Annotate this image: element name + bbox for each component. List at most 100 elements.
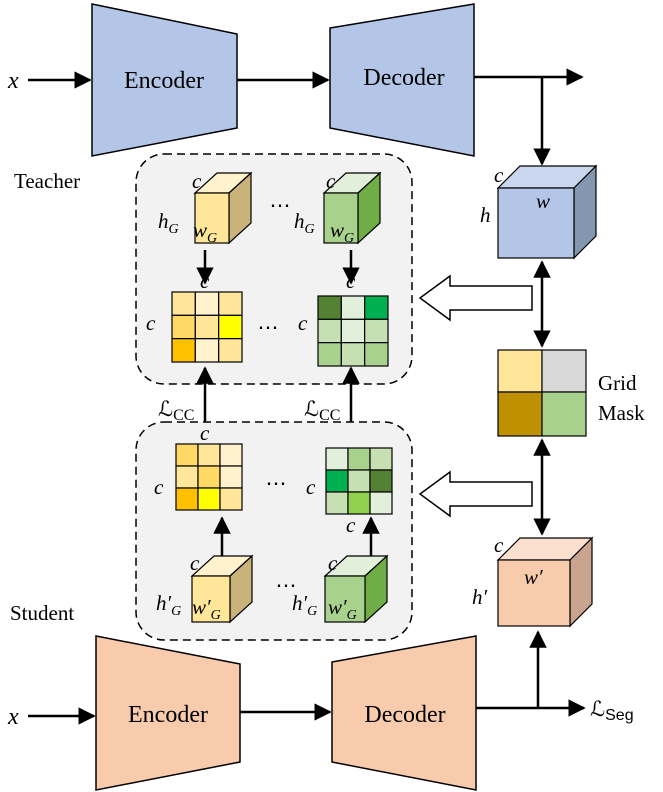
student-matrix-ellipsis: ⋯ — [266, 471, 287, 495]
student-feature-cube — [496, 536, 594, 628]
student-green-matrix-cell-3 — [369, 447, 393, 471]
cc-loss-label-2: ℒCC — [304, 397, 340, 424]
student-yellow-h: h′G — [156, 591, 181, 619]
student-green-matrix-c-left: c — [306, 475, 316, 499]
teacher-encoder — [91, 3, 238, 157]
teacher-green-group-cube — [322, 171, 382, 245]
student-yellow-matrix — [175, 443, 243, 511]
seg-loss-label: ℒSeg — [590, 697, 634, 724]
student-decoder — [331, 635, 477, 791]
teacher-yellow-matrix-cell-7 — [171, 338, 196, 363]
teacher-hollow-arrow — [418, 274, 533, 322]
teacher-yellow-matrix — [171, 291, 243, 363]
teacher-green-matrix — [317, 295, 389, 367]
teacher-yellow-matrix-c-left: c — [146, 311, 156, 335]
teacher-green-h: hG — [294, 209, 315, 237]
teacher-yellow-matrix-cell-6 — [218, 314, 243, 340]
teacher-feature-cube — [496, 164, 598, 260]
student-green-w: w′G — [328, 595, 357, 623]
teacher-yellow-matrix-cell-3 — [218, 291, 243, 316]
teacher-decoder — [329, 3, 475, 157]
teacher-label: Teacher — [14, 169, 80, 193]
teacher-yellow-matrix-cell-9 — [218, 338, 243, 363]
teacher-green-matrix-cell-3 — [364, 295, 389, 320]
teacher-yellow-matrix-c-top: c — [200, 269, 210, 293]
student-group-ellipsis: ⋯ — [276, 573, 297, 597]
student-green-c: c — [328, 551, 338, 575]
teacher-green-matrix-cell-5 — [340, 318, 366, 344]
teacher-green-w: wG — [330, 218, 354, 246]
grid-mask-label-line2: Mask — [598, 401, 645, 425]
student-green-matrix-cell-7 — [325, 491, 349, 515]
teacher-green-matrix-cell-9 — [364, 342, 389, 367]
student-green-matrix-cell-4 — [325, 469, 349, 493]
teacher-green-matrix-cell-7 — [317, 342, 342, 367]
student-green-matrix-cell-6 — [369, 469, 393, 493]
student-yellow-matrix-cell-2 — [197, 443, 221, 467]
student-green-h: h′G — [292, 591, 317, 619]
teacher-encoder-label: Encoder — [124, 68, 204, 94]
grid-mask-cell-4 — [541, 391, 587, 437]
teacher-yellow-c: c — [192, 169, 202, 193]
teacher-green-matrix-c-top: c — [346, 269, 356, 293]
teacher-yellow-matrix-cell-2 — [194, 291, 220, 316]
teacher-green-matrix-cell-2 — [340, 295, 366, 320]
teacher-decoder-label: Decoder — [363, 65, 444, 91]
cc-loss-label-1: ℒCC — [158, 397, 194, 424]
grid-mask-cell-3 — [497, 391, 543, 437]
teacher-group-ellipsis: ⋯ — [270, 193, 291, 217]
teacher-yellow-matrix-cell-5 — [194, 314, 220, 340]
teacher-yellow-h: hG — [158, 209, 179, 237]
teacher-green-matrix-cell-1 — [317, 295, 342, 320]
student-yellow-matrix-cell-6 — [219, 465, 243, 489]
student-yellow-matrix-cell-1 — [175, 443, 199, 467]
student-yellow-matrix-cell-8 — [197, 487, 221, 511]
grid-mask-cell-2 — [541, 349, 587, 393]
grid-mask — [497, 349, 587, 437]
student-yellow-matrix-c-top: c — [200, 421, 210, 445]
student-encoder — [95, 635, 241, 791]
teacher-feature-w: w — [536, 189, 550, 213]
grid-mask-label-line1: Grid — [598, 371, 637, 395]
student-label: Student — [10, 601, 74, 625]
student-feature-w: w′ — [524, 565, 543, 589]
student-yellow-c: c — [190, 551, 200, 575]
teacher-yellow-matrix-cell-4 — [171, 314, 196, 340]
teacher-yellow-group-cube — [193, 171, 253, 245]
teacher-yellow-matrix-cell-1 — [171, 291, 196, 316]
student-green-matrix-cell-5 — [347, 469, 371, 493]
teacher-yellow-matrix-cell-8 — [194, 338, 220, 363]
student-green-matrix-cell-1 — [325, 447, 349, 471]
teacher-input-x: x — [7, 68, 19, 94]
teacher-green-c: c — [326, 169, 336, 193]
teacher-green-matrix-c-left: c — [298, 311, 308, 335]
student-green-matrix-cell-8 — [347, 491, 371, 515]
student-decoder-label: Decoder — [364, 702, 445, 728]
teacher-feature-c: c — [494, 163, 504, 187]
teacher-green-matrix-cell-4 — [317, 318, 342, 344]
student-green-matrix-c-bottom: c — [346, 513, 356, 537]
student-feature-c: c — [494, 533, 504, 557]
student-yellow-w: w′G — [192, 595, 221, 623]
teacher-green-matrix-cell-8 — [340, 342, 366, 367]
student-yellow-matrix-cell-4 — [175, 465, 199, 489]
student-yellow-matrix-cell-5 — [197, 465, 221, 489]
teacher-feature-h: h — [480, 203, 491, 227]
student-yellow-matrix-c-left: c — [154, 475, 164, 499]
student-yellow-group-cube — [190, 554, 254, 624]
student-hollow-arrow — [418, 470, 533, 518]
teacher-green-matrix-cell-6 — [364, 318, 389, 344]
student-yellow-matrix-cell-7 — [175, 487, 199, 511]
student-green-matrix-cell-2 — [347, 447, 371, 471]
student-feature-h: h′ — [472, 585, 488, 609]
student-green-matrix-cell-9 — [369, 491, 393, 515]
grid-mask-cell-1 — [497, 349, 543, 393]
student-yellow-matrix-cell-3 — [219, 443, 243, 467]
student-green-matrix — [325, 447, 393, 515]
student-input-x: x — [7, 704, 19, 730]
teacher-yellow-w: wG — [193, 218, 217, 246]
student-green-group-cube — [323, 554, 389, 624]
teacher-matrix-ellipsis: ⋯ — [258, 315, 279, 339]
